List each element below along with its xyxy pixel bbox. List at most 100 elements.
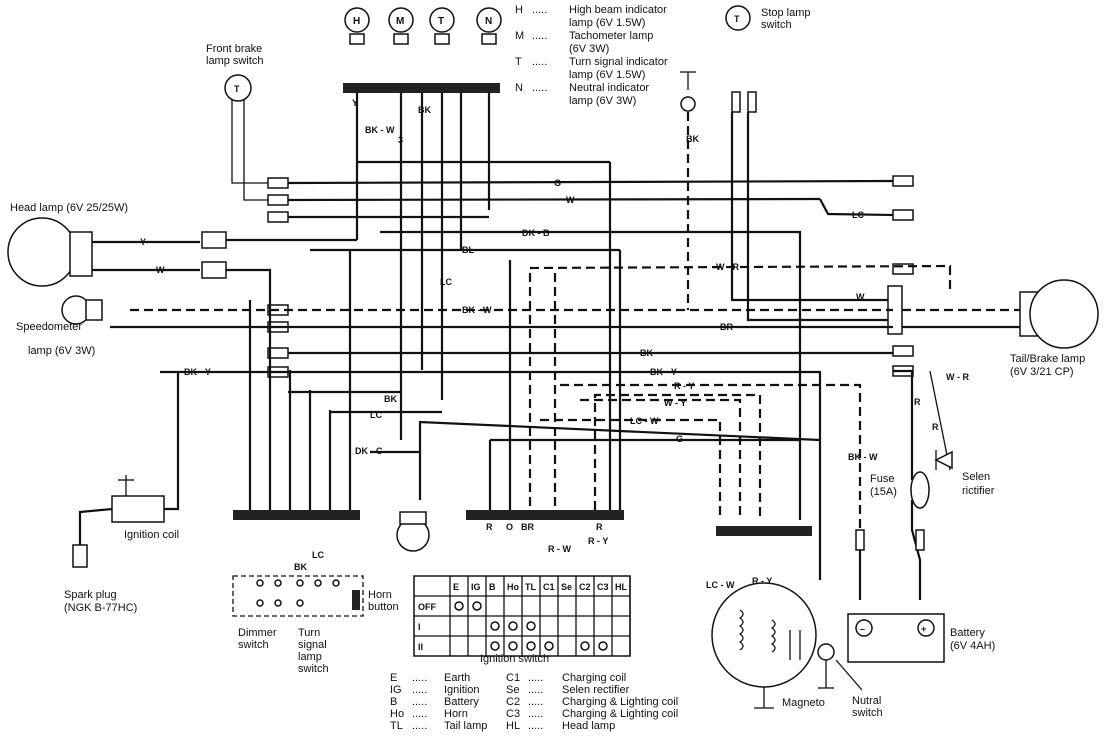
switch-row-label: I — [418, 622, 421, 632]
spark-plug-icon — [72, 544, 88, 568]
svg-text:Front brake: Front brake — [206, 43, 262, 55]
lamp-letter-m: M — [396, 16, 404, 27]
svg-text:C2: C2 — [506, 696, 520, 708]
svg-text:R: R — [486, 522, 493, 532]
svg-text:R - Y: R - Y — [674, 381, 694, 391]
svg-text:E: E — [390, 672, 397, 684]
switch-header: IG — [471, 582, 481, 592]
svg-text:button: button — [368, 601, 399, 613]
svg-text:Charging & Lighting coil: Charging & Lighting coil — [562, 708, 678, 720]
code-legend: E.....Earth IG.....Ignition B.....Batter… — [390, 672, 678, 732]
svg-text:Earth: Earth — [444, 672, 470, 684]
svg-text:Charging & Lighting coil: Charging & Lighting coil — [562, 696, 678, 708]
lamp-letter-n: N — [485, 16, 492, 27]
svg-text:Head lamp: Head lamp — [562, 720, 615, 732]
neutral-switch: Nutral switch — [817, 643, 883, 719]
svg-text:.....: ..... — [528, 672, 543, 684]
svg-text:Turn signal indicator: Turn signal indicator — [569, 56, 668, 68]
svg-text:Magneto: Magneto — [782, 697, 825, 709]
svg-text:Dimmer: Dimmer — [238, 627, 277, 639]
svg-text:Selen: Selen — [962, 471, 990, 483]
svg-text:C3: C3 — [506, 708, 520, 720]
left-connector-block — [201, 177, 289, 378]
svg-text:R - Y: R - Y — [588, 536, 608, 546]
horn-button-icon — [352, 590, 360, 610]
continuity-dot — [544, 641, 554, 651]
svg-text:IG: IG — [390, 684, 402, 696]
svg-text:W - R: W - R — [716, 262, 739, 272]
svg-text:R: R — [596, 522, 603, 532]
switch-header: C2 — [579, 582, 591, 592]
svg-text:Tail lamp: Tail lamp — [444, 720, 487, 732]
svg-text:Y: Y — [352, 98, 358, 108]
svg-text:lamp switch: lamp switch — [206, 55, 263, 67]
horn-icon — [396, 511, 430, 552]
svg-text:O: O — [506, 522, 513, 532]
svg-text:Ignition: Ignition — [444, 684, 479, 696]
svg-text:W: W — [566, 195, 575, 205]
stop-lamp-switch: T Stop lamp switch — [725, 5, 811, 113]
svg-text:T: T — [734, 14, 740, 24]
svg-text:switch: switch — [761, 19, 792, 31]
continuity-dot — [580, 641, 590, 651]
svg-text:+: + — [921, 624, 926, 634]
svg-text:Tail/Brake lamp: Tail/Brake lamp — [1010, 353, 1085, 365]
continuity-dot — [526, 641, 536, 651]
svg-text:BL: BL — [462, 245, 474, 255]
svg-text:Fuse: Fuse — [870, 473, 894, 485]
svg-text:Y: Y — [140, 237, 146, 247]
tail-brake-lamp: Tail/Brake lamp (6V 3/21 CP) — [1010, 279, 1099, 378]
svg-text:N: N — [515, 82, 523, 94]
svg-text:Ignition switch: Ignition switch — [480, 653, 549, 665]
svg-text:TL: TL — [390, 720, 403, 732]
svg-text:R: R — [932, 422, 939, 432]
svg-text:Ignition coil: Ignition coil — [124, 529, 179, 541]
svg-text:BK - Y: BK - Y — [650, 367, 677, 377]
svg-text:H: H — [515, 4, 523, 16]
svg-text:.....: ..... — [412, 696, 427, 708]
right-connector-block — [887, 175, 914, 377]
front-brake-switch: Front brake lamp switch T — [206, 43, 263, 102]
svg-text:.....: ..... — [528, 720, 543, 732]
svg-text:BK - W: BK - W — [848, 452, 878, 462]
svg-text:.....: ..... — [412, 672, 427, 684]
svg-text:Spark plug: Spark plug — [64, 589, 117, 601]
svg-text:BK - W: BK - W — [462, 305, 492, 315]
svg-text:T: T — [234, 84, 240, 94]
svg-text:.....: ..... — [412, 720, 427, 732]
indicator-connector-bar — [343, 83, 500, 93]
svg-text:signal: signal — [298, 639, 327, 651]
svg-text:LC: LC — [312, 550, 324, 560]
ground-icon-top — [680, 71, 696, 112]
svg-text:LC: LC — [440, 277, 452, 287]
switch-header: B — [489, 582, 496, 592]
switch-header: C1 — [543, 582, 555, 592]
battery: – + Battery (6V 4AH) — [847, 529, 995, 663]
svg-text:W - Y: W - Y — [664, 398, 686, 408]
switch-row-label: II — [418, 642, 423, 652]
fuse: Fuse (15A) — [870, 471, 930, 509]
wiring-lines — [110, 93, 1020, 600]
svg-text:.....: ..... — [528, 696, 543, 708]
continuity-dot — [490, 641, 500, 651]
svg-text:lamp (6V 1.5W): lamp (6V 1.5W) — [569, 17, 645, 29]
svg-text:R - W: R - W — [548, 544, 571, 554]
svg-text:BK - Y: BK - Y — [184, 367, 211, 377]
switch-header: Se — [561, 582, 572, 592]
svg-text:Ho: Ho — [390, 708, 404, 720]
svg-text:Stop lamp: Stop lamp — [761, 7, 811, 19]
svg-text:Se: Se — [506, 684, 519, 696]
svg-text:.....: ..... — [412, 708, 427, 720]
svg-text:Charging coil: Charging coil — [562, 672, 626, 684]
svg-text:Horn: Horn — [444, 708, 468, 720]
svg-text:rictifier: rictifier — [962, 485, 995, 497]
svg-text:DK - C: DK - C — [355, 446, 383, 456]
svg-text:Head lamp (6V 25/25W): Head lamp (6V 25/25W) — [10, 202, 128, 214]
continuity-dot — [598, 641, 608, 651]
svg-text:BK: BK — [418, 105, 431, 115]
head-lamp: Head lamp (6V 25/25W) — [7, 202, 200, 287]
svg-text:Battery: Battery — [950, 627, 985, 639]
